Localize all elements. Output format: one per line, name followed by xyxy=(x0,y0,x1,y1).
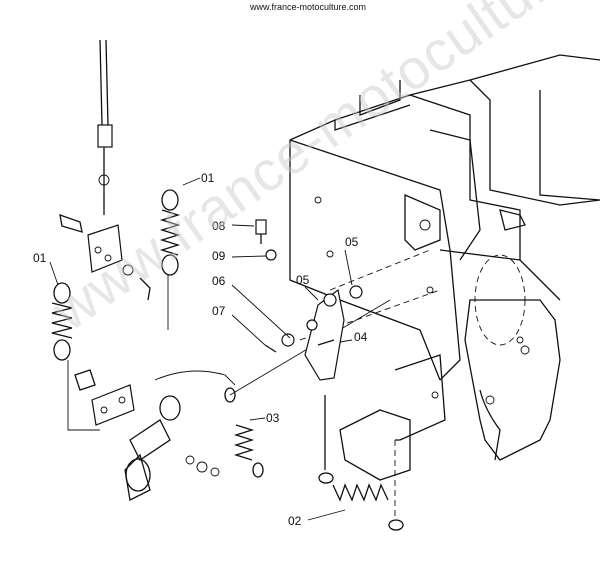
pedal-bracket xyxy=(339,354,446,520)
callout-01-top: 01 xyxy=(201,171,215,185)
chassis-frame xyxy=(289,54,601,381)
throttle-cable xyxy=(97,39,113,215)
callout-01-left: 01 xyxy=(33,251,47,265)
callout-09: 09 xyxy=(212,249,226,263)
side-plate xyxy=(464,299,561,461)
spring-02 xyxy=(318,472,404,531)
callout-05-mid: 05 xyxy=(296,273,310,287)
lower-bracket xyxy=(74,369,220,501)
callout-06: 06 xyxy=(212,274,226,288)
source-url: www.france-motoculture.com xyxy=(249,2,367,12)
lever-assembly xyxy=(255,219,363,470)
spring-01-top xyxy=(159,189,181,276)
spring-01-left xyxy=(51,282,73,361)
callout-labels: 01 01 02 03 04 05 05 06 07 08 09 xyxy=(33,171,368,528)
callout-07: 07 xyxy=(212,304,226,318)
left-bracket xyxy=(59,214,151,301)
callout-05-right: 05 xyxy=(345,235,359,249)
callout-03: 03 xyxy=(266,411,280,425)
spring-03 xyxy=(224,387,264,478)
callout-02: 02 xyxy=(288,514,302,528)
callout-08: 08 xyxy=(212,219,226,233)
callout-04: 04 xyxy=(354,330,368,344)
